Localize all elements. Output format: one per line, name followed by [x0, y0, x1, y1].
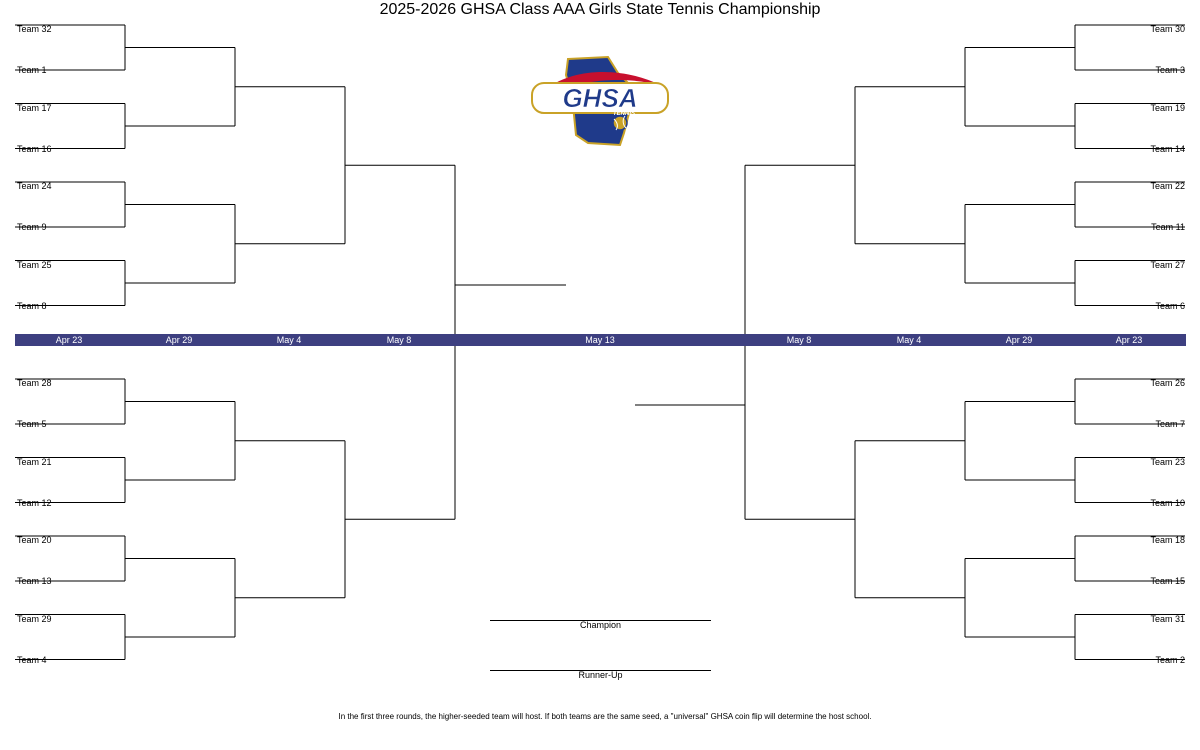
round-date: Apr 29 [1005, 335, 1033, 345]
team-label: Team 6 [1155, 300, 1185, 311]
team-label: Team 1 [17, 65, 47, 75]
team-label: Team 20 [17, 535, 52, 545]
team-label: Team 17 [17, 102, 52, 113]
team-label: Team 10 [1150, 497, 1185, 508]
round-date: May 4 [896, 335, 922, 345]
champion-label: Champion [579, 620, 622, 630]
team-label: Team 11 [1151, 222, 1185, 232]
team-label: Team 12 [17, 497, 52, 508]
team-label: Team 24 [17, 181, 52, 191]
team-label: Team 5 [17, 419, 47, 429]
footnote: In the first three rounds, the higher-se… [338, 712, 872, 721]
team-label: Team 22 [1150, 181, 1185, 191]
runnerup-line [490, 670, 711, 671]
team-label: Team 23 [1150, 456, 1185, 467]
team-label: Team 4 [17, 654, 47, 665]
team-label: Team 29 [17, 613, 52, 624]
team-label: Team 19 [1150, 102, 1185, 113]
round-date: Apr 29 [165, 335, 193, 345]
round-date-bar: Apr 23 Apr 29 May 4 May 8 May 13 May 8 May 4 Ap… [15, 334, 1186, 346]
swoosh-icon [546, 72, 660, 97]
team-label: Team 30 [1150, 24, 1185, 34]
tennis-ball-icon [612, 115, 628, 131]
runnerup-label: Runner-Up [578, 670, 623, 680]
team-label: Team 26 [1150, 378, 1185, 388]
team-label: Team 25 [17, 259, 52, 270]
team-label: Team 2 [1155, 654, 1185, 665]
logo-subtext: TENNIS [613, 111, 635, 117]
team-label: Team 3 [1155, 65, 1185, 75]
round-date: May 13 [585, 335, 615, 345]
champion-line [490, 620, 711, 621]
ghsa-logo: GHSA TENNIS [528, 55, 672, 152]
team-label: Team 31 [1150, 613, 1185, 624]
team-label: Team 9 [17, 222, 47, 232]
team-label: Team 18 [1150, 535, 1185, 545]
team-label: Team 28 [17, 378, 52, 388]
round-date: Apr 23 [55, 335, 83, 345]
team-label: Team 32 [17, 24, 52, 34]
team-label: Team 8 [17, 300, 47, 311]
team-label: Team 15 [1150, 576, 1185, 586]
team-label: Team 13 [17, 576, 52, 586]
team-label: Team 21 [17, 456, 52, 467]
page-title: 2025-2026 GHSA Class AAA Girls State Ten… [379, 1, 821, 18]
logo-wordmark: GHSA [562, 83, 637, 113]
round-date: May 8 [386, 335, 412, 345]
team-label: Team 14 [1150, 143, 1185, 154]
team-label: Team 27 [1150, 259, 1185, 270]
round-date: May 4 [276, 335, 302, 345]
round-date: Apr 23 [1115, 335, 1143, 345]
team-label: Team 16 [17, 143, 52, 154]
team-label: Team 7 [1155, 419, 1185, 429]
round-date: May 8 [786, 335, 812, 345]
